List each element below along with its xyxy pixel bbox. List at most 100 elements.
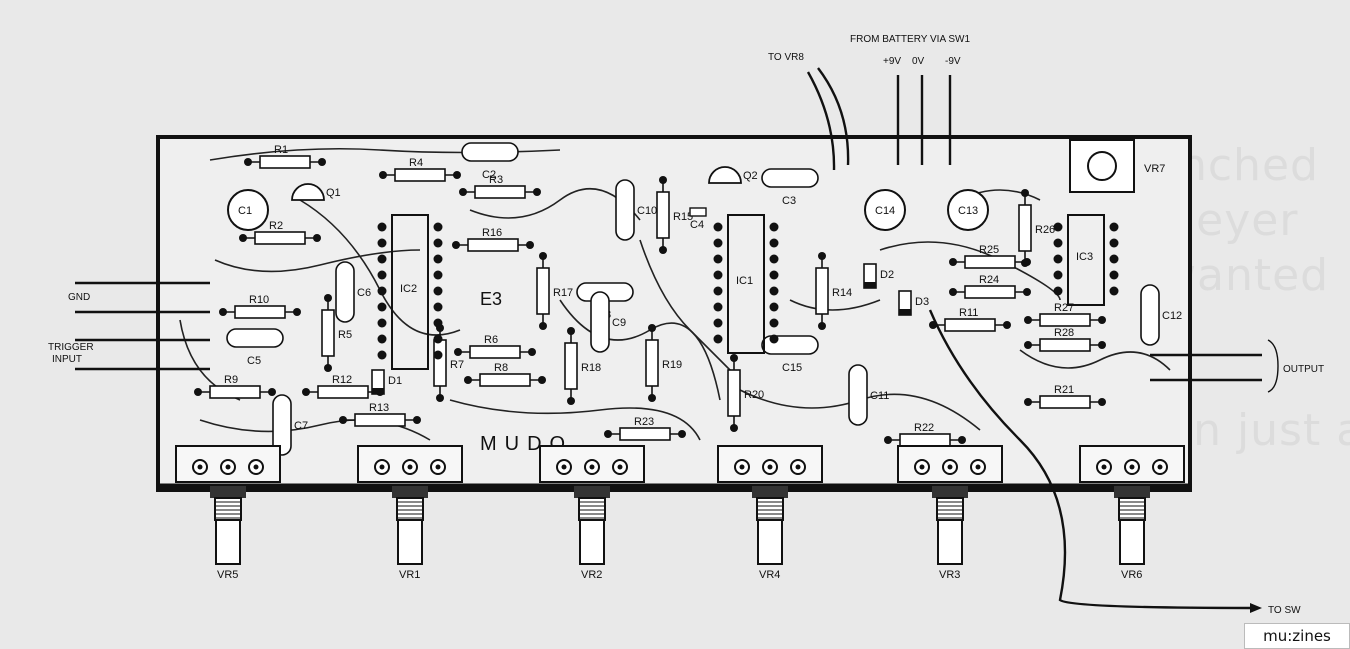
resistor-r13: R13 [339, 402, 421, 427]
svg-text:C13: C13 [958, 205, 978, 217]
resistor-r17: R17 [536, 252, 573, 330]
diode-d3: D3 [898, 290, 929, 316]
svg-text:C11: C11 [870, 390, 889, 402]
capacitor-c3: C3 [761, 168, 819, 207]
resistor-r9: R9 [194, 374, 276, 399]
potentiometer-vr6[interactable]: VR6 [1079, 445, 1185, 581]
resistor-label: R28 [1054, 327, 1074, 339]
resistor-label: R22 [914, 422, 934, 434]
resistor-r12: R12 [302, 374, 384, 399]
chip-ic3: IC3 [1053, 214, 1119, 306]
resistor-label: R26 [1035, 224, 1055, 236]
resistor-r22: R22 [884, 422, 966, 447]
resistor-label: R2 [269, 220, 283, 232]
resistor-label: R17 [553, 287, 573, 299]
supply-zero-label: 0V [912, 56, 925, 67]
resistor-label: R18 [581, 362, 601, 374]
capacitor-c5: C5 [226, 328, 284, 367]
resistor-label: R21 [1054, 384, 1074, 396]
transistor-q2: Q2 [708, 166, 758, 184]
potentiometer-vr4[interactable]: VR4 [717, 445, 823, 581]
muzines-brand-badge[interactable]: mu:zines [1244, 623, 1350, 649]
pot-label: VR1 [399, 569, 420, 581]
potentiometer-vr3[interactable]: VR3 [897, 445, 1003, 581]
resistor-r2: R2 [239, 220, 321, 245]
capacitor-c7: C7 [272, 394, 308, 456]
capacitor-c1: C1 [227, 189, 269, 231]
resistor-r26: R26 [1018, 189, 1055, 267]
svg-text:C10: C10 [637, 205, 657, 217]
trimmer-vr7 [1069, 139, 1135, 193]
svg-text:IC1: IC1 [736, 275, 753, 287]
capacitor-c9: C9 [590, 291, 626, 353]
resistor-r16: R16 [452, 227, 534, 252]
resistor-label: R1 [274, 144, 288, 156]
svg-text:C14: C14 [875, 205, 895, 217]
resistor-r24: R24 [949, 274, 1031, 299]
capacitor-c13: C13 [947, 189, 989, 231]
pot-label: VR3 [939, 569, 960, 581]
resistor-r1: R1 [244, 144, 326, 169]
resistor-label: R27 [1054, 302, 1074, 314]
resistor-label: R12 [332, 374, 352, 386]
background-text: en just are [1165, 405, 1350, 456]
output-label: OUTPUT [1283, 364, 1324, 375]
svg-text:IC3: IC3 [1076, 251, 1093, 263]
svg-text:IC2: IC2 [400, 283, 417, 295]
resistor-label: R5 [338, 329, 352, 341]
resistor-r18: R18 [564, 327, 601, 405]
resistor-label: R14 [832, 287, 852, 299]
potentiometer-vr1[interactable]: VR1 [357, 445, 463, 581]
battery-label: FROM BATTERY VIA SW1 [850, 34, 970, 45]
trigger-label: TRIGGER [48, 342, 94, 353]
svg-text:C9: C9 [612, 317, 626, 329]
resistor-label: R13 [369, 402, 389, 414]
resistor-r10: R10 [219, 294, 301, 319]
resistor-label: R10 [249, 294, 269, 306]
resistor-label: R25 [979, 244, 999, 256]
pot-label: VR6 [1121, 569, 1142, 581]
resistor-r8: R8 [464, 362, 546, 387]
resistor-r21: R21 [1024, 384, 1106, 409]
svg-text:D1: D1 [388, 375, 402, 387]
capacitor-c6: C6 [335, 261, 371, 323]
capacitor-c10: C10 [615, 179, 657, 241]
svg-text:D2: D2 [880, 269, 894, 281]
resistor-label: R15 [673, 211, 693, 223]
capacitor-c2: C2 [461, 142, 519, 181]
svg-text:C3: C3 [782, 195, 796, 207]
resistor-r6: R6 [454, 334, 536, 359]
resistor-label: R11 [959, 307, 978, 319]
supply-plus-label: +9V [883, 56, 901, 67]
resistor-r4: R4 [379, 157, 461, 182]
capacitor-c14: C14 [864, 189, 906, 231]
resistor-label: R16 [482, 227, 502, 239]
svg-text:C15: C15 [782, 362, 802, 374]
potentiometer-vr2[interactable]: VR2 [539, 445, 645, 581]
svg-text:C4: C4 [690, 219, 704, 231]
supply-minus-label: -9V [945, 56, 961, 67]
resistor-label: R9 [224, 374, 238, 386]
svg-text:D3: D3 [915, 296, 929, 308]
silk-screen-text: E3 [480, 289, 502, 309]
resistor-r20: R20 [727, 354, 764, 432]
resistor-r15: R15 [656, 176, 693, 254]
svg-text:Q1: Q1 [326, 187, 341, 199]
capacitor-c12: C12 [1140, 284, 1182, 346]
resistor-r3: R3 [459, 174, 541, 199]
resistor-label: R4 [409, 157, 423, 169]
svg-text:C1: C1 [238, 205, 252, 217]
diode-d1: D1 [371, 369, 402, 395]
resistor-r14: R14 [815, 252, 852, 330]
resistor-r11: R11 [929, 307, 1011, 332]
potentiometer-vr5[interactable]: VR5 [175, 445, 281, 581]
resistor-label: R7 [450, 359, 464, 371]
pot-label: VR2 [581, 569, 602, 581]
resistor-label: R24 [979, 274, 999, 286]
resistor-r19: R19 [645, 324, 682, 402]
resistor-label: R20 [744, 389, 764, 401]
svg-text:C12: C12 [1162, 310, 1182, 322]
to-sw-label: TO SW [1268, 605, 1301, 616]
resistor-label: R8 [494, 362, 508, 374]
